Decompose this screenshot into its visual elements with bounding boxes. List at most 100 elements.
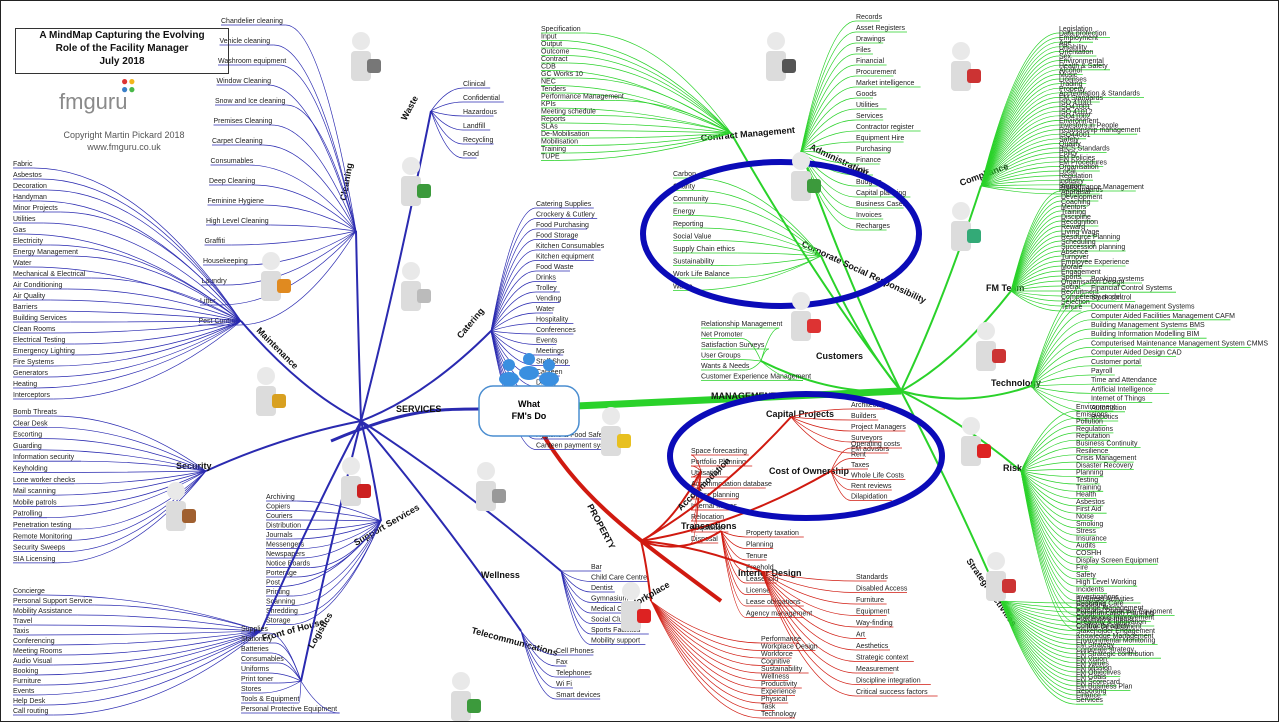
leaf-connector (561, 47, 732, 134)
leaf-connector (800, 141, 857, 152)
figure-body (986, 571, 1006, 601)
figure-with-box-icon (986, 552, 1016, 601)
leaf-tupe: TUPE (541, 154, 560, 161)
leaf-connector (560, 570, 592, 603)
leaf-connector (293, 520, 382, 597)
leaf-travel: Travel (13, 618, 33, 625)
leaf-smart-devices: Smart devices (556, 692, 601, 699)
figure-prop (357, 484, 371, 498)
leaf-appraisal: Appraisal (1061, 189, 1091, 196)
leaf-connector (1030, 291, 1092, 387)
leaf-trading: Trading (1059, 81, 1083, 88)
leaf-absence: Absence (1061, 249, 1088, 256)
leaf-connector (300, 680, 340, 714)
leaf-social-club: Social Club (591, 617, 627, 624)
leaf-disaster-recovery: Disaster Recovery (1076, 462, 1134, 469)
leaf-organisation-design: Organisation Design (1061, 279, 1125, 286)
leaf-recycling: Recycling (463, 137, 493, 144)
highlight-ellipse-property (667, 391, 945, 521)
leaf-environment: Environment (1076, 404, 1115, 411)
leaf-sports-facilities: Sports Facilities (591, 627, 641, 634)
figure-head (987, 552, 1005, 570)
leaf-stock-control: Stock control (1091, 294, 1132, 301)
leaf-connector (1020, 439, 1077, 472)
leaf-events: Events (13, 688, 35, 695)
leaf-personal-protective-equipment: Personal Protective Equipment (241, 706, 337, 713)
figure-head (952, 42, 970, 60)
figure-head (977, 322, 995, 340)
leaf-surveyors: Surveyors (851, 435, 883, 442)
leaf-connector (760, 360, 804, 381)
leaf-fm-mission: FM Mission (1076, 665, 1112, 672)
leaf-connector (490, 270, 537, 332)
leaf-de-mobilisation: De-Mobilisation (541, 131, 589, 138)
leaf-connector (1030, 319, 1092, 387)
leaf-culture-development: Culture Development (1076, 624, 1142, 631)
leaf-connector (67, 288, 242, 322)
leaf-connector (1020, 470, 1077, 529)
leaf-connector (520, 630, 557, 656)
leaf-connector (279, 64, 357, 232)
branch-line (760, 360, 902, 393)
leaf-print-toner: Print toner (241, 676, 274, 683)
figure-prop (467, 699, 481, 713)
leaf-post: Post (266, 580, 280, 587)
leaf-connector (80, 460, 207, 472)
leaf-connector (650, 600, 762, 666)
leaf-connector (74, 320, 242, 345)
leaf-measurement: Measurement (856, 666, 899, 673)
leaf-kpis: KPIs (541, 101, 556, 108)
leaf-morale: Morale (1061, 264, 1083, 271)
leaf-connector (1010, 230, 1062, 292)
leaf-turnover: Turnover (1061, 254, 1089, 261)
branch-line (300, 420, 362, 682)
leaf-connector (1020, 470, 1077, 609)
leaf-recharges: Recharges (856, 223, 890, 230)
leaf-productivity: Productivity (761, 681, 798, 688)
figure-prop (807, 319, 821, 333)
leaf-connector (980, 92, 1060, 187)
leaf-mentors: Mentors (1061, 204, 1087, 211)
leaf-fm-policies: FM Policies (1059, 155, 1096, 162)
leaf-performance-management: Performance Management (541, 94, 624, 101)
leaf-connector (1030, 282, 1092, 387)
leaf-connector (430, 110, 464, 131)
leaf-fax: Fax (556, 659, 568, 666)
leaf-connector (74, 470, 207, 485)
leaf-connector (262, 144, 357, 232)
leaf-connector (1020, 454, 1077, 472)
leaf-notice-boards: Notice Boards (266, 561, 310, 568)
leaf-conferences: Conferences (536, 327, 576, 334)
leaf-connector (490, 302, 537, 332)
leaf-meeting-rooms: Meeting Rooms (13, 648, 63, 655)
leaf-crockery-and-cutlery: Crockery & Cutlery (536, 212, 595, 219)
leaf-workplace-design: Workplace Design (761, 644, 818, 651)
figure-head (792, 292, 810, 310)
leaf-booking-systems: Booking systems (1091, 276, 1144, 283)
leaf-document-management-systems: Document Management Systems (1091, 304, 1195, 311)
leaf-utilisation: Utilisation (691, 470, 721, 477)
figure-body (766, 51, 786, 81)
leaf-connector (800, 130, 857, 152)
leaf-connector (1020, 425, 1077, 472)
leaf-connector (800, 150, 857, 154)
leaf-connector (273, 44, 357, 232)
leaf-connector (578, 77, 732, 134)
leaf-wellness: Wellness (761, 674, 790, 681)
leaf-connector (1030, 385, 1092, 413)
figure-body (401, 176, 421, 206)
leaf-crisis-management: Crisis Management (1076, 455, 1136, 462)
leaf-window-cleaning: Window Cleaning (217, 78, 272, 85)
leaf-keyholding: Keyholding (13, 466, 48, 473)
leaf-internal-moves: Internal Moves (691, 503, 737, 510)
leaf-trolley: Trolley (536, 285, 557, 292)
figure-body (341, 476, 361, 506)
leaf-pollution: Pollution (1076, 419, 1103, 426)
leaf-robotics: Robotics (1091, 414, 1119, 421)
leaf-connector (980, 152, 1060, 187)
leaf-connector (760, 570, 857, 685)
branch-capital-projects: Capital ProjectsArchitectsBuildersProjec… (640, 402, 906, 542)
leaf-outcome: Outcome (541, 49, 570, 56)
leaf-connector (430, 110, 464, 117)
